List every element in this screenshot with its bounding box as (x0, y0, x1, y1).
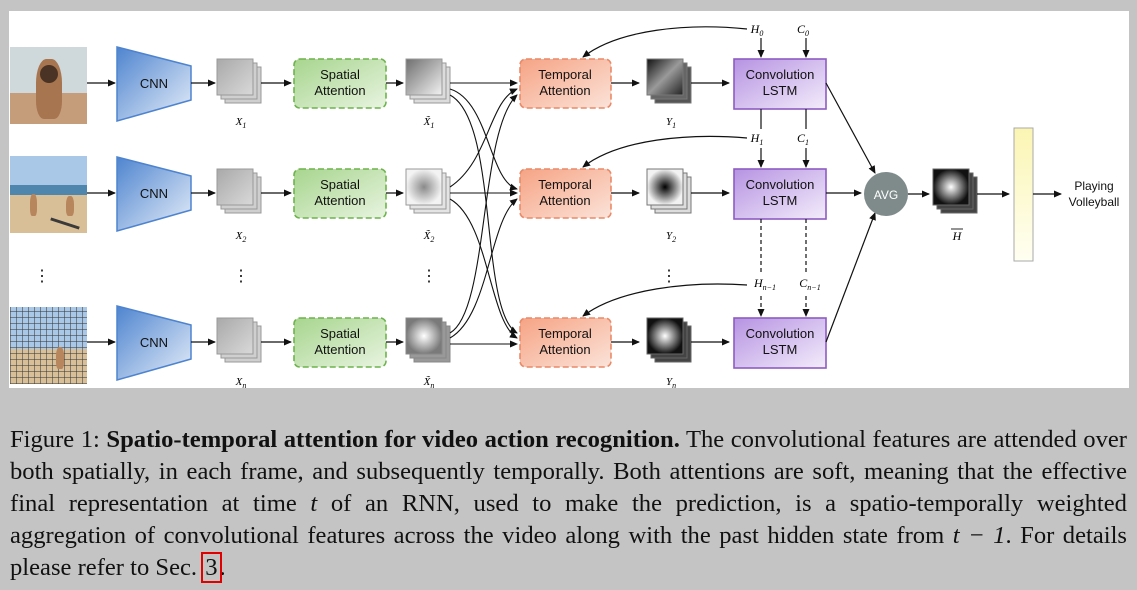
feature-stack-x1 (216, 58, 262, 104)
cnn-label-2: CNN (140, 186, 168, 201)
frame-image-2 (10, 156, 87, 233)
avg-node (864, 172, 908, 216)
temporal-attention-n (519, 317, 612, 368)
x2-label: X2 (235, 230, 247, 244)
feature-stack-yn (646, 317, 692, 363)
cnn-block-2 (116, 156, 192, 232)
temporal-attention-1 (519, 58, 612, 109)
caption-title: Spatio-temporal attention for video acti… (106, 426, 680, 453)
y2-label: Y2 (666, 230, 676, 244)
feature-stack-x2 (216, 168, 262, 214)
conv-lstm-n (733, 317, 827, 369)
feature-stack-xhatn (405, 317, 451, 363)
caption-math-t-minus-1: t − 1 (952, 522, 1006, 549)
caption-text-4: . (219, 554, 226, 581)
caption-math-t: t (310, 490, 318, 517)
cnn-block-n (116, 305, 192, 381)
figure-label: Figure 1: (10, 426, 100, 453)
spatial-attention-1 (293, 58, 387, 109)
hn-label: Hn−1 (753, 276, 776, 292)
feature-stack-y1 (646, 58, 692, 104)
spatial-attention-n (293, 317, 387, 368)
cross-connections (449, 79, 518, 348)
frame-image-1 (10, 47, 87, 124)
c0-label: C0 (797, 22, 809, 38)
ellipsis-xhat: ⋮ (421, 268, 437, 285)
cn-label: Cn−1 (799, 276, 820, 292)
xhatn-label: X̃n (423, 375, 435, 388)
y1-label: Y1 (666, 116, 676, 130)
yn-label: Yn (666, 376, 676, 388)
ellipsis-x: ⋮ (233, 268, 249, 285)
feature-stack-xhat2 (405, 168, 451, 214)
xn-label: Xn (235, 376, 247, 388)
c1-label: C1 (797, 131, 809, 147)
h0-label: H0 (750, 22, 764, 38)
avg-label: AVG (874, 188, 898, 202)
caption-text-1: The convolutional features are attended … (10, 426, 1127, 517)
hbar-label: H (952, 229, 963, 243)
feature-stack-y2 (646, 168, 692, 214)
frame-image-3 (10, 307, 87, 384)
caption-text-3: . For details please refer to Sec. (10, 522, 1128, 581)
section-ref-link[interactable]: 3 (201, 552, 222, 583)
x1-label: X1 (235, 116, 247, 130)
xhat1-label: X̃1 (423, 115, 435, 130)
cnn-label-1: CNN (140, 76, 168, 91)
xhat2-label: X̃2 (423, 229, 435, 244)
ellipsis-y: ⋮ (661, 268, 677, 285)
classifier-layer (1013, 127, 1034, 262)
feature-stack-hbar (932, 168, 978, 214)
feature-stack-xn (216, 317, 262, 363)
figure-caption: Figure 1: Spatio-temporal attention for … (10, 424, 1127, 584)
temporal-attention-2 (519, 168, 612, 219)
conv-lstm-2 (733, 168, 827, 220)
feature-stack-xhat1 (405, 58, 451, 104)
spatial-attention-2 (293, 168, 387, 219)
cnn-block-1 (116, 46, 192, 122)
caption-text-2: of an RNN, used to make the prediction, … (10, 490, 1127, 549)
h1-label: H1 (750, 131, 764, 147)
cnn-label-n: CNN (140, 335, 168, 350)
ellipsis-frames: ⋮ (34, 268, 50, 285)
